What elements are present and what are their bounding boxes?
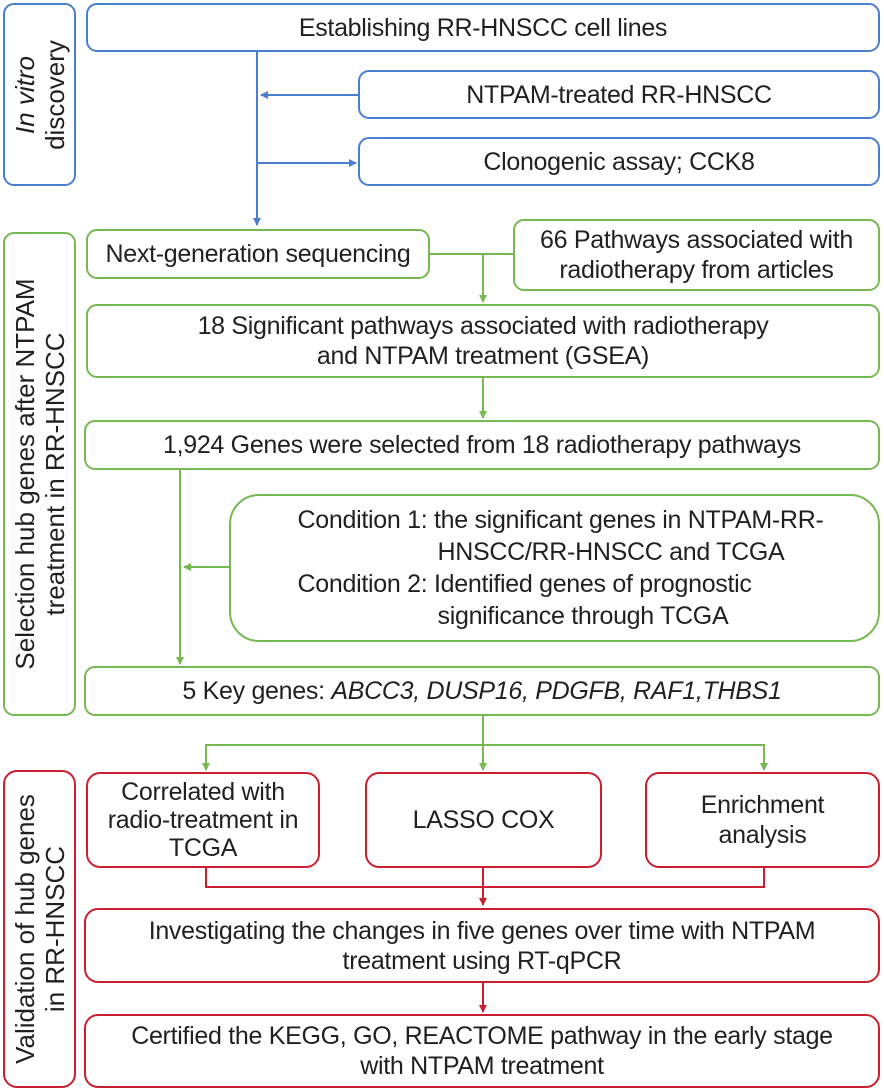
connector-branch xyxy=(205,744,765,770)
condition-2: Condition 2: Identified genes of prognos… xyxy=(297,570,752,630)
box-text: Investigating the changes in five genes … xyxy=(148,916,816,975)
box-1924-genes: 1,924 Genes were selected from 18 radiot… xyxy=(84,420,880,470)
box-text: Clonogenic assay; CCK8 xyxy=(483,147,755,176)
box-text: Establishing RR-HNSCC cell lines xyxy=(298,13,668,42)
box-text: Certified the KEGG, GO, REACTOME pathway… xyxy=(131,1022,833,1080)
box-text: 1,924 Genes were selected from 18 radiot… xyxy=(162,431,802,459)
box-text: LASSO COX xyxy=(412,806,555,834)
stage-label-text: discovery xyxy=(39,39,70,150)
box-text: Next-generation sequencing xyxy=(105,240,411,268)
connector-merge xyxy=(205,868,765,888)
stage-label-text: in RR-HNSCC xyxy=(39,845,70,1013)
stage-label-text: treatment in RR-HNSCC xyxy=(39,332,70,616)
key-genes-list: ABCC3, DUSP16, PDGFB, RAF1,THBS1 xyxy=(331,677,782,705)
box-next-generation-sequencing: Next-generation sequencing xyxy=(86,229,430,279)
box-text: NTPAM-treated RR-HNSCC xyxy=(466,80,772,109)
box-investigating-rt-qpcr: Investigating the changes in five genes … xyxy=(84,908,880,983)
box-conditions: Condition 1: the significant genes in NT… xyxy=(229,494,880,642)
box-18-significant-pathways: 18 Significant pathways associated with … xyxy=(86,304,880,378)
box-establishing-cell-lines: Establishing RR-HNSCC cell lines xyxy=(86,3,880,52)
condition-1: Condition 1: the significant genes in NT… xyxy=(297,506,824,566)
box-lasso-cox: LASSO COX xyxy=(365,772,602,868)
stage-label-text: Selection hub genes after NTPAM xyxy=(9,278,40,670)
box-text: 5 Key genes: ABCC3, DUSP16, PDGFB, RAF1,… xyxy=(182,677,782,705)
box-5-key-genes: 5 Key genes: ABCC3, DUSP16, PDGFB, RAF1,… xyxy=(84,666,880,716)
box-clonogenic-assay: Clonogenic assay; CCK8 xyxy=(358,137,880,186)
stage-label-text: Validation of hub genes xyxy=(9,794,40,1064)
box-certified-pathways: Certified the KEGG, GO, REACTOME pathway… xyxy=(84,1014,880,1088)
stage-label-italic: In vitro xyxy=(9,55,40,134)
box-text: 18 Significant pathways associated with … xyxy=(197,312,769,370)
box-text: Condition 1: the significant genes in NT… xyxy=(286,504,824,632)
box-ntpam-treated: NTPAM-treated RR-HNSCC xyxy=(358,70,880,119)
